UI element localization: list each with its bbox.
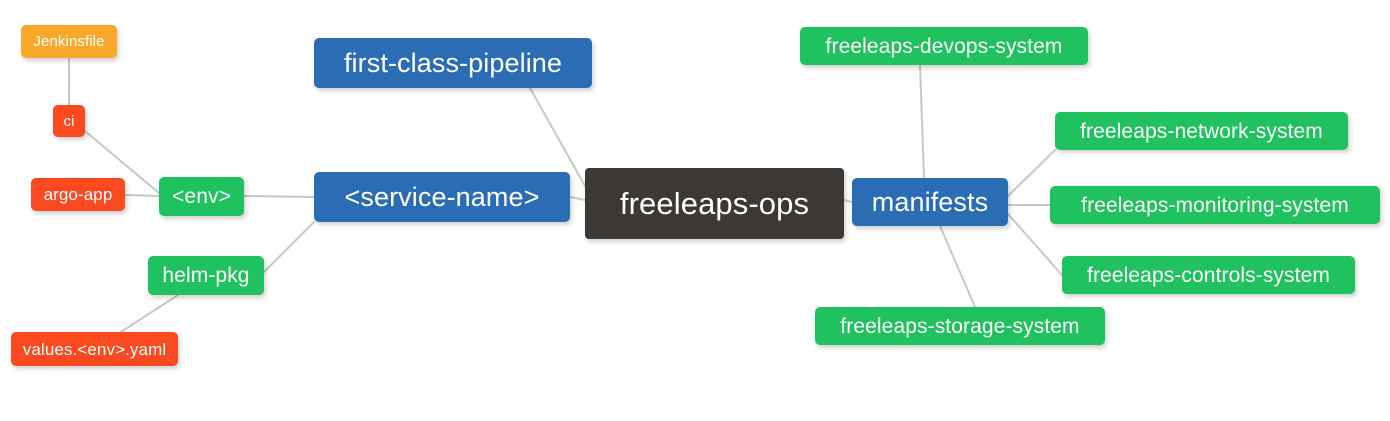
node-manifests[interactable]: manifests	[852, 178, 1008, 226]
node-freeleaps-monitoring-system[interactable]: freeleaps-monitoring-system	[1050, 186, 1380, 224]
node-label: <env>	[172, 185, 231, 208]
node-label: Jenkinsfile	[33, 33, 105, 50]
node-service-name[interactable]: <service-name>	[314, 172, 570, 222]
node-label: freeleaps-controls-system	[1087, 263, 1330, 287]
edge-env-to-argo-app	[124, 194, 160, 197]
node-freeleaps-ops[interactable]: freeleaps-ops	[585, 168, 844, 239]
node-env[interactable]: <env>	[159, 177, 244, 216]
node-label: freeleaps-devops-system	[825, 34, 1063, 58]
edge-service-name-to-env	[243, 195, 315, 198]
node-freeleaps-network-system[interactable]: freeleaps-network-system	[1055, 112, 1348, 150]
node-freeleaps-storage-system[interactable]: freeleaps-storage-system	[815, 307, 1105, 345]
node-jenkinsfile[interactable]: Jenkinsfile	[21, 25, 117, 58]
node-argo-app[interactable]: argo-app	[31, 178, 125, 211]
node-first-class-pipeline[interactable]: first-class-pipeline	[314, 38, 592, 88]
node-values-env-yaml[interactable]: values.<env>.yaml	[11, 332, 178, 366]
node-label: first-class-pipeline	[343, 47, 563, 78]
node-label: values.<env>.yaml	[22, 339, 167, 359]
node-label: freeleaps-ops	[619, 186, 810, 221]
node-freeleaps-devops-system[interactable]: freeleaps-devops-system	[800, 27, 1088, 65]
edge-manifests-to-freeleaps-network-system	[1007, 149, 1056, 197]
node-label: freeleaps-storage-system	[840, 314, 1080, 338]
node-label: freeleaps-network-system	[1080, 119, 1323, 143]
node-label: argo-app	[43, 185, 113, 204]
edge-freeleaps-ops-to-manifests	[843, 199, 853, 203]
edge-service-name-to-helm-pkg	[263, 221, 315, 273]
edge-freeleaps-ops-to-service-name	[569, 196, 586, 201]
edge-manifests-to-freeleaps-storage-system	[939, 225, 976, 308]
node-label: ci	[63, 112, 75, 130]
node-freeleaps-controls-system[interactable]: freeleaps-controls-system	[1062, 256, 1355, 294]
node-label: helm-pkg	[162, 264, 250, 287]
node-helm-pkg[interactable]: helm-pkg	[148, 256, 264, 295]
edge-manifests-to-freeleaps-devops-system	[919, 64, 925, 179]
node-ci[interactable]: ci	[53, 105, 85, 137]
node-label: <service-name>	[344, 181, 540, 212]
node-label: freeleaps-monitoring-system	[1081, 193, 1349, 217]
edge-helm-pkg-to-values-env-yaml	[120, 294, 179, 333]
node-label: manifests	[871, 186, 989, 217]
